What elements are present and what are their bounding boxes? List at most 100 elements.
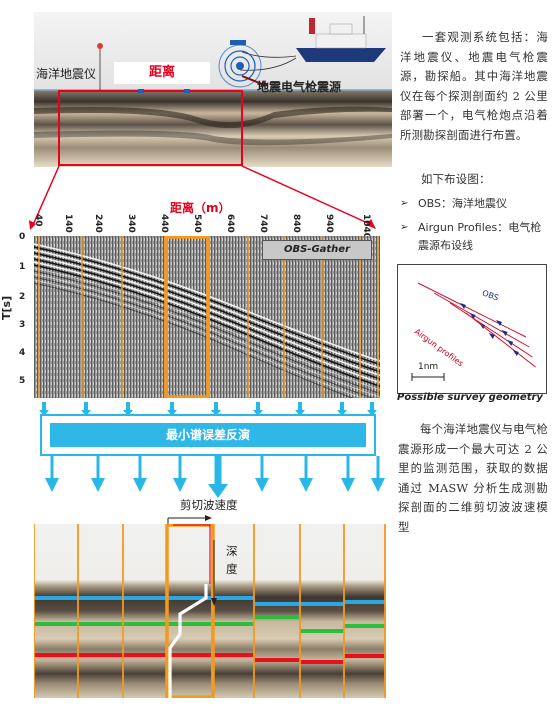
obs-label: 海洋地震仪 — [36, 67, 97, 81]
highlighted-section — [164, 236, 210, 398]
scale-label: 1nm — [418, 362, 439, 372]
depth-label: 深 度 — [226, 542, 240, 578]
obs-marker — [496, 320, 502, 326]
x-tick: 40 — [33, 214, 43, 227]
down-arrow-head — [253, 410, 263, 416]
layer-interface-red — [34, 653, 78, 657]
down-arrow-head — [337, 410, 347, 416]
y-tick: 1 — [19, 262, 26, 272]
down-arrow-head — [208, 484, 228, 498]
down-arrow-head — [255, 478, 269, 492]
bullet-item: ➢ OBS：海洋地震仪 — [400, 195, 550, 213]
down-arrow-head — [91, 478, 105, 492]
seismic-wavelet — [34, 261, 380, 384]
layer-interface-red — [123, 653, 167, 657]
down-arrows-top — [39, 402, 377, 416]
seismic-wavelet — [34, 255, 380, 377]
y-tick: 2 — [19, 292, 26, 302]
down-arrow — [298, 402, 302, 410]
bullet-text: Airgun Profiles：电气枪震源布设线 — [418, 221, 542, 252]
down-arrow-head — [123, 410, 133, 416]
bullet-list: ➢ OBS：海洋地震仪 ➢ Airgun Profiles：电气枪震源布设线 — [400, 195, 550, 255]
down-arrow-head — [295, 410, 305, 416]
layer-interface-green — [300, 629, 344, 633]
down-arrows-bottom — [45, 456, 385, 498]
bullet-marker: ➢ — [400, 222, 409, 233]
layer-interface-red — [300, 660, 344, 664]
y-tick: 3 — [19, 320, 26, 330]
intro-paragraph: 一套观测系统包括：海洋地震仪、地震电气枪震源，勘探船。其中海洋地震仪在每个探测剖… — [400, 30, 548, 142]
buoy-icon — [97, 43, 103, 90]
layer-interface-red — [167, 653, 212, 657]
y-tick: 4 — [19, 348, 26, 358]
layer-interface-blue — [34, 596, 78, 600]
down-arrow — [260, 456, 264, 480]
seismic-wavelet — [34, 282, 354, 398]
down-arrow — [178, 456, 182, 480]
seismic-wavelet — [34, 264, 380, 387]
layer-interface-green — [123, 622, 167, 626]
airgun-profile-line — [417, 282, 527, 338]
layer-interface-green — [167, 622, 212, 626]
layout-intro: 如下布设图： — [421, 172, 491, 186]
obs-gather-legend: OBS-Gather — [283, 244, 351, 255]
layer-interface-blue — [300, 602, 344, 606]
velocity-profile-line — [168, 584, 208, 698]
layer-interface-blue — [344, 600, 386, 604]
selection-box — [58, 90, 243, 166]
airgun-profile-line — [433, 292, 530, 348]
y-axis-label: T[s] — [0, 295, 13, 320]
down-arrow — [376, 456, 380, 480]
layer-interface-green — [212, 622, 254, 626]
layer-interface-green — [254, 615, 300, 619]
seismic-wavelet — [34, 273, 380, 398]
seismic-wavelet — [34, 279, 364, 398]
layer-interface-red — [78, 653, 123, 657]
x-tick: 440 — [159, 214, 169, 233]
velocity-model — [34, 524, 386, 698]
seabed-scene — [34, 12, 392, 167]
distance-label: 距离 — [148, 65, 175, 80]
layer-interface-green — [78, 622, 123, 626]
distance-label-box: 距离 — [114, 62, 210, 84]
y-axis: 0 1 2 3 4 5 T[s] — [0, 232, 32, 402]
process-box: 最小谱误差反演 — [40, 414, 376, 456]
down-arrow-head — [81, 410, 91, 416]
x-tick: 740 — [258, 214, 268, 233]
survey-geometry-plot — [411, 282, 536, 381]
x-ticks: 40 140 240 340 440 540 640 740 840 940 1… — [33, 214, 380, 239]
zoom-lines — [29, 165, 376, 230]
velocity-model-plot — [34, 524, 386, 698]
obs-marker — [501, 330, 508, 336]
seismic-gather-plot — [34, 236, 380, 398]
x-tick: 240 — [93, 214, 103, 233]
down-arrow-head — [371, 478, 385, 492]
seismic-wavelet — [34, 249, 380, 369]
down-arrow — [96, 456, 100, 480]
layer-interface-green — [34, 622, 78, 626]
down-arrow — [50, 456, 54, 480]
layer-interface-red — [344, 654, 386, 658]
down-arrow — [84, 402, 88, 410]
down-arrow-head — [45, 478, 59, 492]
down-arrow-head — [367, 410, 377, 416]
down-arrow — [42, 402, 46, 410]
down-arrow — [138, 456, 142, 480]
seismic-gather — [34, 236, 380, 398]
down-arrow — [304, 456, 308, 480]
down-arrow — [214, 402, 218, 410]
layer-interface-blue — [123, 596, 167, 600]
seismic-wavelet — [34, 243, 380, 362]
layer-interface-red — [254, 658, 300, 662]
down-arrow — [256, 402, 260, 410]
bullet-item: ➢ Airgun Profiles：电气枪震源布设线 — [400, 219, 550, 255]
layer-interface-green — [344, 624, 386, 628]
obs-marker — [488, 333, 495, 339]
obs-marker — [507, 340, 514, 346]
y-tick: 0 — [19, 232, 26, 242]
down-arrow — [346, 456, 350, 480]
down-arrow — [214, 456, 222, 486]
down-arrow-head — [341, 478, 355, 492]
y-tick: 5 — [19, 376, 26, 386]
down-arrow-head — [133, 478, 147, 492]
